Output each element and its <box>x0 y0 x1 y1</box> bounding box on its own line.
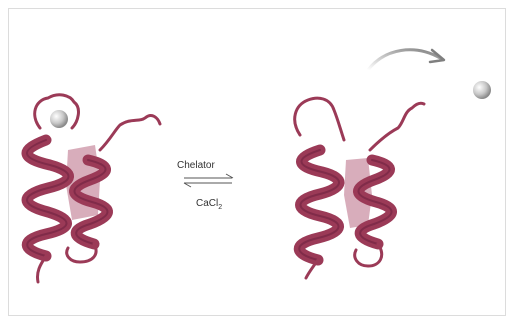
protein-apo-state <box>295 98 424 278</box>
linker-loop <box>100 116 160 150</box>
calcium-ion-bound <box>50 110 68 128</box>
equilibrium-arrows-icon: Chelator CaCl2 <box>177 160 233 211</box>
reverse-label-subscript: 2 <box>218 204 222 211</box>
forward-label: Chelator <box>177 160 215 171</box>
protein-bound-state <box>27 95 160 282</box>
helix-1 <box>27 140 69 282</box>
reverse-label: CaCl <box>196 198 218 209</box>
svg-text:CaCl2: CaCl2 <box>196 198 222 211</box>
calcium-ion-free <box>473 81 491 99</box>
open-loop <box>295 98 344 140</box>
linker-loop-apo <box>370 103 424 150</box>
curved-arrow-icon <box>368 50 444 70</box>
helix-1-apo <box>299 150 339 278</box>
